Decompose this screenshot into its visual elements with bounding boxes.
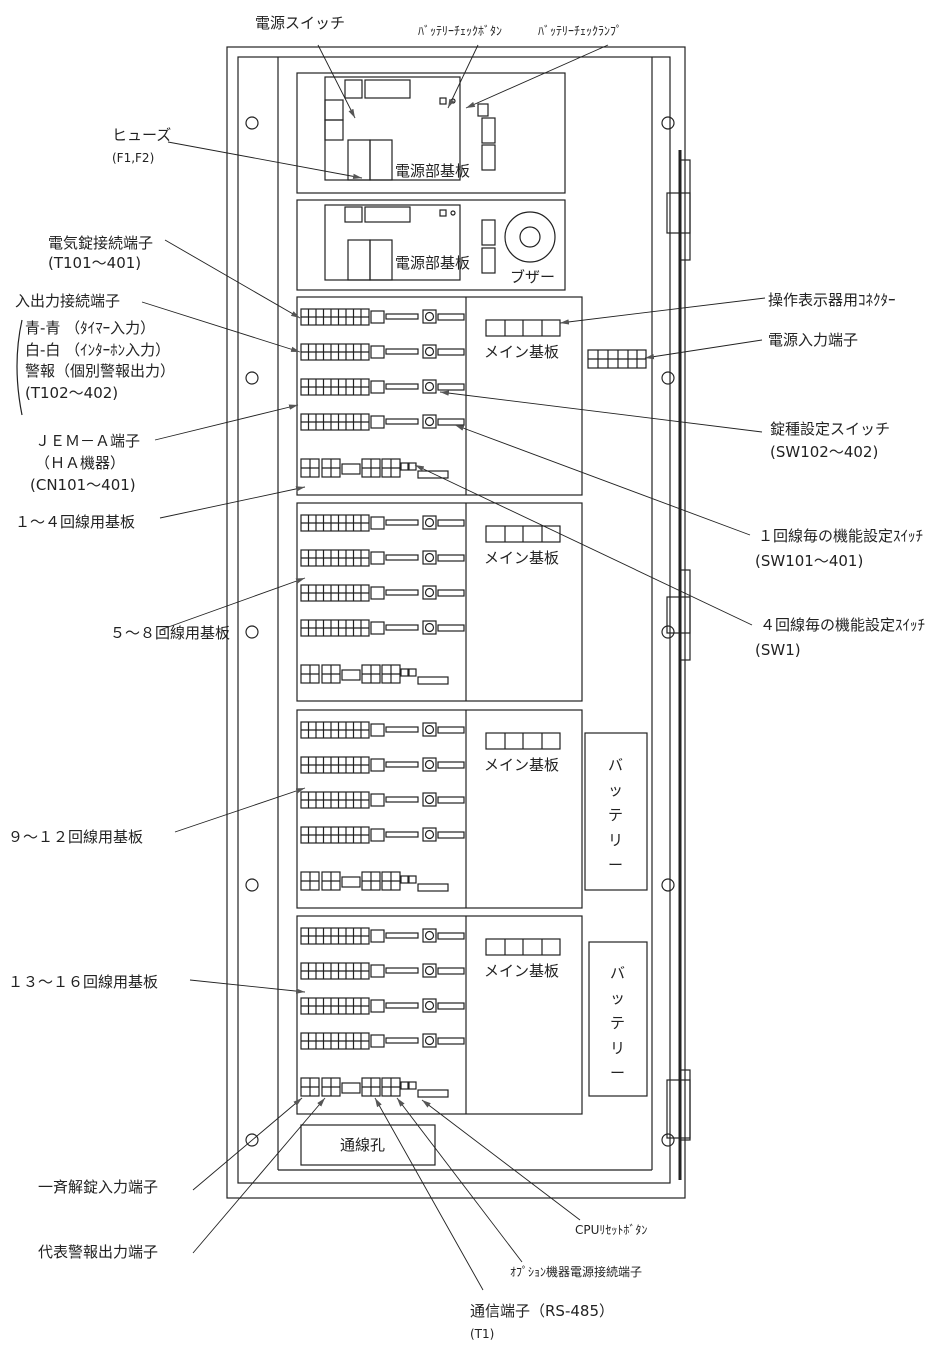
main-board-1: メイン基板: [296, 296, 583, 496]
label: (SW101～401): [755, 552, 863, 570]
switch: [422, 998, 437, 1013]
switch: [422, 792, 437, 807]
callout-lock-terminal: 電気錠接続端子: [48, 234, 153, 252]
label: ッ: [608, 781, 623, 799]
label: ー: [610, 1064, 625, 1082]
callout-board-1-4: １～４回線用基板: [15, 513, 135, 531]
main-board-label: メイン基板: [484, 343, 559, 361]
switch: [422, 963, 437, 978]
buzzer-label: ブザー: [510, 268, 555, 286]
mounting-hole: [245, 371, 259, 385]
callouts: 電源スイッチ ﾊﾞｯﾃﾘｰﾁｪｯｸﾎﾞﾀﾝ ﾊﾞｯﾃﾘｰﾁｪｯｸﾗﾝﾌﾟ ヒュー…: [8, 14, 925, 1341]
callout-board-5-8: ５～８回線用基板: [110, 624, 230, 642]
switch: [422, 309, 437, 324]
power-board-1: 電源部基板: [296, 72, 566, 194]
callout-cpu-reset: CPUﾘｾｯﾄﾎﾞﾀﾝ: [575, 1223, 647, 1237]
main-board-label: メイン基板: [484, 756, 559, 774]
label: ー: [608, 856, 623, 874]
power-board-label: 電源部基板: [395, 162, 470, 180]
switch: [422, 722, 437, 737]
callout-battery-check-button: ﾊﾞｯﾃﾘｰﾁｪｯｸﾎﾞﾀﾝ: [418, 24, 502, 38]
main-board-3: メイン基板: [296, 709, 583, 909]
callout-power-input: 電源入力端子: [768, 331, 858, 349]
mounting-holes: [245, 116, 675, 1147]
label: (T101～401): [48, 254, 141, 272]
label: (SW1): [755, 641, 801, 659]
label: 白-白 （ｲﾝﾀｰﾎﾝ入力）: [25, 341, 170, 359]
callout-batch-unlock: 一斉解錠入力端子: [38, 1178, 158, 1196]
label: (SW102～402): [770, 443, 878, 461]
switch: [422, 827, 437, 842]
mounting-hole: [661, 878, 675, 892]
callout-board-13-16: １３～１６回線用基板: [8, 973, 158, 991]
label: (T102～402): [25, 384, 118, 402]
callout-fuse: ヒューズ: [112, 126, 171, 144]
callout-io-terminal: 入出力接続端子: [15, 292, 120, 310]
switch: [422, 928, 437, 943]
mounting-hole: [245, 1133, 259, 1147]
label: (CN101～401): [30, 476, 136, 494]
cabinet: [226, 46, 691, 1199]
main-board-2: メイン基板: [296, 502, 583, 702]
mounting-hole: [661, 116, 675, 130]
main-board-4: メイン基板: [296, 915, 583, 1115]
mounting-hole: [661, 371, 675, 385]
callout-comm-terminal: 通信端子（RS-485）: [470, 1302, 614, 1320]
switch: [422, 379, 437, 394]
mounting-hole: [245, 116, 259, 130]
callout-jem-terminal: ＪＥＭ－Ａ端子: [35, 432, 140, 450]
buzzer-icon: [504, 211, 556, 263]
switch: [422, 344, 437, 359]
label: ッ: [610, 989, 625, 1007]
mounting-hole: [661, 1133, 675, 1147]
label: （ＨＡ機器）: [35, 454, 125, 472]
switch: [422, 757, 437, 772]
label: バ: [610, 964, 625, 982]
label: 青-青 （ﾀｲﾏｰ入力）: [25, 319, 155, 337]
label: リ: [608, 831, 623, 849]
callout-per4-switch: ４回線毎の機能設定ｽｲｯﾁ: [760, 616, 925, 634]
switch: [422, 1033, 437, 1048]
wire-hole: 通線孔: [300, 1124, 436, 1166]
callout-per-line-switch: １回線毎の機能設定ｽｲｯﾁ: [758, 527, 923, 545]
battery-2: バッテリー: [588, 941, 648, 1097]
label: リ: [610, 1039, 625, 1057]
power-board-label: 電源部基板: [395, 254, 470, 272]
callout-board-9-12: ９～１２回線用基板: [8, 828, 143, 846]
mounting-hole: [661, 625, 675, 639]
label: (T1): [470, 1327, 494, 1341]
label: テ: [610, 1014, 625, 1032]
label: バ: [608, 756, 623, 774]
label: (F1,F2): [112, 151, 154, 165]
switch: [422, 550, 437, 565]
mounting-hole: [245, 625, 259, 639]
battery-1: バッテリー: [584, 732, 648, 891]
power-board-2: 電源部基板 ブザー: [296, 199, 566, 291]
switch: [422, 620, 437, 635]
callout-option-power: ｵﾌﾟｼｮﾝ機器電源接続端子: [510, 1264, 642, 1279]
mounting-hole: [245, 878, 259, 892]
main-board-label: メイン基板: [484, 962, 559, 980]
callout-battery-check-lamp: ﾊﾞｯﾃﾘｰﾁｪｯｸﾗﾝﾌﾟ: [538, 24, 622, 38]
label: テ: [608, 806, 623, 824]
label: 通線孔: [340, 1136, 385, 1154]
switch: [422, 585, 437, 600]
callout-rep-alarm: 代表警報出力端子: [38, 1243, 158, 1261]
main-board-label: メイン基板: [484, 549, 559, 567]
label: 警報（個別警報出力）: [25, 362, 175, 380]
callout-power-switch: 電源スイッチ: [255, 14, 345, 32]
power-input-terminal: [587, 349, 647, 369]
switch: [422, 414, 437, 429]
switch: [422, 515, 437, 530]
callout-lock-type-switch: 錠種設定スイッチ: [770, 420, 890, 438]
callout-display-connector: 操作表示器用ｺﾈｸﾀｰ: [768, 291, 896, 309]
